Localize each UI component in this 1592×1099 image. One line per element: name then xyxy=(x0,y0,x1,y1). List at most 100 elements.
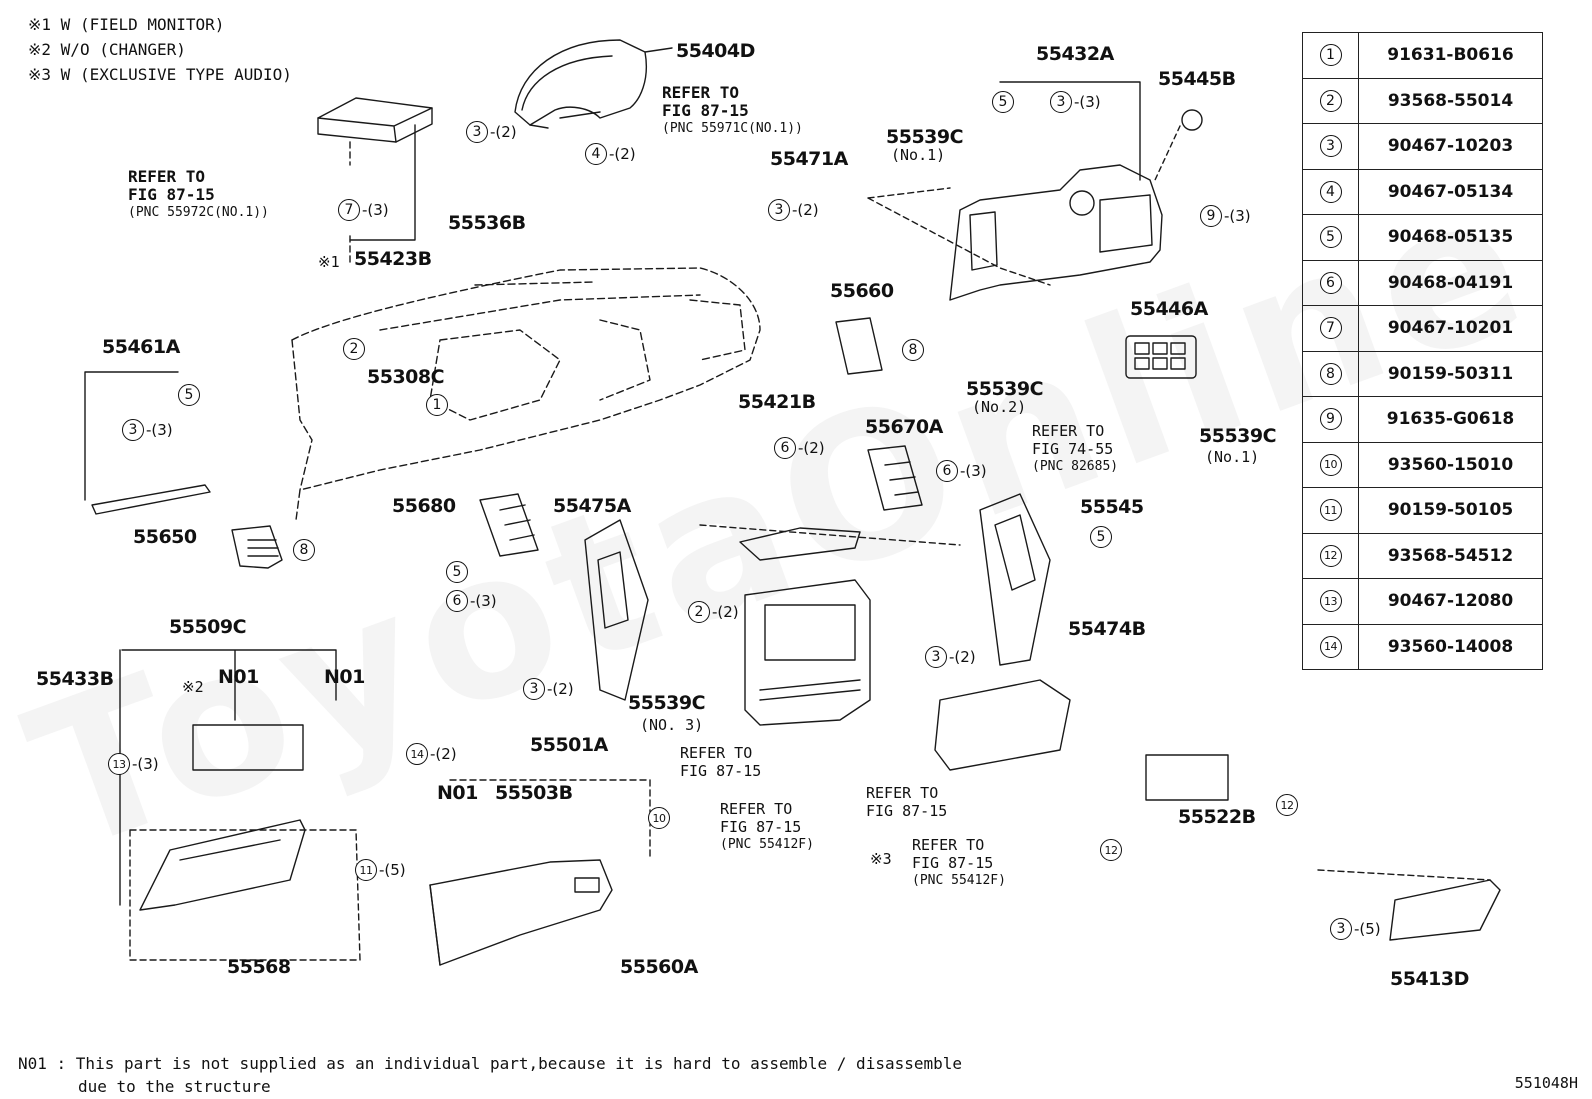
refer-line: FIG 87-15 xyxy=(680,762,762,780)
ref-number-cell: 5 xyxy=(1302,214,1359,261)
part-label: 55560A xyxy=(620,956,698,978)
part-number-cell: 91631-B0616 xyxy=(1358,32,1543,79)
ref-number-cell: 8 xyxy=(1302,350,1359,397)
monitor-cover-part xyxy=(317,97,433,143)
refer-to-note: REFER TO FIG 87-15 (PNC 55971C(NO.1)) xyxy=(662,84,803,138)
callout-qty: -(3) xyxy=(470,592,497,610)
callout-number: 3 xyxy=(768,199,790,221)
callout-number: 5 xyxy=(992,91,1014,113)
part-label: 55308C xyxy=(367,366,445,388)
part-label: 55413D xyxy=(1390,968,1469,990)
audio-panel xyxy=(934,679,1071,771)
ref-number-cell: 6 xyxy=(1302,259,1359,306)
ref-number-cell: 10 xyxy=(1302,441,1359,488)
ref-number-cell: 1 xyxy=(1302,32,1359,79)
ref-number: 14 xyxy=(1319,635,1342,658)
footnote-line: N01 : This part is not supplied as an in… xyxy=(18,1054,963,1073)
part-label: 55471A xyxy=(770,148,848,170)
part-label: 55660 xyxy=(830,280,894,302)
trim-strip-part xyxy=(91,484,211,515)
callout-qty: -(3) xyxy=(132,755,159,773)
part-label: 55509C xyxy=(169,616,247,638)
part-sub-label: (No.1) xyxy=(891,146,946,164)
part-label: 55522B xyxy=(1178,806,1256,828)
refer-line: REFER TO xyxy=(128,167,206,186)
part-label: 55539C xyxy=(1199,425,1277,447)
callout-number: 1 xyxy=(426,394,448,416)
part-number-cell: 90467-05134 xyxy=(1358,168,1543,215)
part-sub-label: (NO. 3) xyxy=(640,716,704,734)
vent-55650 xyxy=(231,525,283,569)
callout: 3-(2) xyxy=(466,120,517,144)
ref-number: 13 xyxy=(1319,590,1342,613)
refer-to-note: REFER TO FIG 87-15 xyxy=(866,784,947,820)
callout: 10 xyxy=(648,806,672,830)
callout: 7-(3) xyxy=(338,198,389,222)
ref-number-cell: 14 xyxy=(1302,623,1359,670)
note-mark: ※2 xyxy=(182,678,204,696)
part-label: 55536B xyxy=(448,212,526,234)
part-label: 55539C xyxy=(886,126,964,148)
ref-number: 10 xyxy=(1319,453,1342,476)
callout-number: 14 xyxy=(406,743,428,765)
callout-number: 6 xyxy=(446,590,468,612)
cluster-hood-part xyxy=(514,39,647,129)
part-label: 55501A xyxy=(530,734,608,756)
refer-to-note: REFER TO FIG 87-15 (PNC 55412F) xyxy=(720,800,814,854)
refer-line: FIG 87-15 xyxy=(128,185,215,204)
part-label: 55432A xyxy=(1036,43,1114,65)
refer-to-note: REFER TO FIG 74-55 (PNC 82685) xyxy=(1032,422,1118,476)
callout: 5 xyxy=(446,560,470,584)
refer-line: (PNC 55412F) xyxy=(912,873,1006,888)
ref-number: 4 xyxy=(1319,180,1342,203)
table-row: 14 93560-14008 xyxy=(1302,623,1543,670)
note-mark: ※3 xyxy=(870,850,892,868)
part-label: 55423B xyxy=(354,248,432,270)
part-label: 55539C xyxy=(628,692,706,714)
callout-number: 4 xyxy=(585,143,607,165)
refer-line: FIG 87-15 xyxy=(662,101,749,120)
cap-part xyxy=(1181,109,1203,131)
part-number-cell: 93560-14008 xyxy=(1358,623,1543,670)
refer-to-note: REFER TO FIG 87-15 xyxy=(680,744,761,780)
part-number-cell: 93560-15010 xyxy=(1358,441,1543,488)
part-label: N01 xyxy=(437,782,478,804)
part-number-cell: 90468-05135 xyxy=(1358,214,1543,261)
part-sub-label: (No.2) xyxy=(972,398,1027,416)
callout-number: 5 xyxy=(446,561,468,583)
callout: 8 xyxy=(293,538,317,562)
refer-line: REFER TO xyxy=(662,83,740,102)
refer-to-note: REFER TO FIG 87-15 (PNC 55412F) xyxy=(912,836,1006,890)
note-2: ※2 W/O (CHANGER) xyxy=(28,40,186,59)
callout-qty: -(2) xyxy=(609,145,636,163)
callout: 5 xyxy=(992,90,1016,114)
ref-number: 3 xyxy=(1319,135,1342,158)
callout-qty: -(5) xyxy=(379,861,406,879)
callout: 2-(2) xyxy=(688,600,739,624)
glove-housing-part xyxy=(139,819,306,911)
refer-line: REFER TO xyxy=(866,784,939,802)
callout-number: 12 xyxy=(1276,794,1298,816)
refer-line: REFER TO xyxy=(912,836,985,854)
callout: 6-(3) xyxy=(446,589,497,613)
footnote: N01 : This part is not supplied as an in… xyxy=(18,1052,962,1098)
callout-number: 7 xyxy=(338,199,360,221)
part-label: N01 xyxy=(218,666,259,688)
ref-number-cell: 11 xyxy=(1302,487,1359,534)
part-label: 55539C xyxy=(966,378,1044,400)
callout: 6-(2) xyxy=(774,436,825,460)
callout-number: 6 xyxy=(774,437,796,459)
switch-panel-part xyxy=(1125,335,1197,379)
callout-number: 3 xyxy=(122,419,144,441)
callout-qty: -(3) xyxy=(1224,207,1251,225)
note-1: ※1 W (FIELD MONITOR) xyxy=(28,15,225,34)
refer-line: REFER TO xyxy=(720,800,793,818)
callout-qty: -(2) xyxy=(798,439,825,457)
ref-number: 11 xyxy=(1319,499,1342,522)
